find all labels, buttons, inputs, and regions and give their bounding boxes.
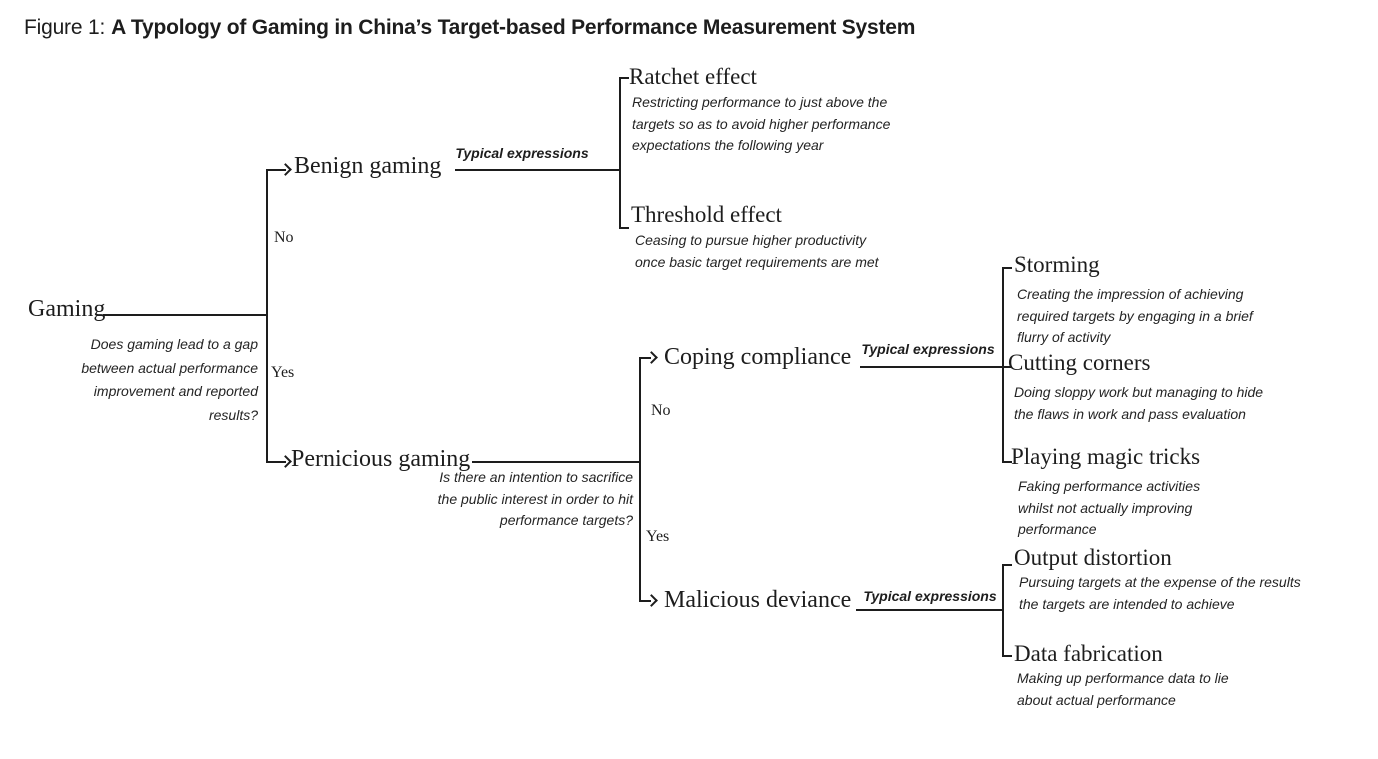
arrow-icon-pernicious [279,455,292,468]
branch-label-yes-top: Yes [271,364,295,381]
bracket-coping-children [1002,267,1004,463]
connector-coping-typical-expressions [860,366,1012,368]
node-coping-compliance: Coping compliance [664,344,852,370]
label-typical-expressions-coping: Typical expressions [861,341,995,357]
leaf-title-cutting-corners: Cutting corners [1008,350,1151,375]
arrow-icon-coping [645,351,658,364]
connector-stub-pernicious [266,461,286,463]
connector-stub-malicious [639,600,651,602]
branch-label-no-top: No [274,229,294,246]
connector-stub-benign [266,169,286,171]
node-gaming: Gaming [28,296,106,322]
arrow-icon-malicious [645,594,658,607]
node-malicious-deviance: Malicious deviance [664,587,852,613]
bracket-tick-ratchet [619,77,629,79]
figure-title-text: A Typology of Gaming in China’s Target-b… [111,16,916,39]
leaf-desc-output-distortion: Pursuing targets at the expense of the r… [1019,574,1301,612]
leaf-title-ratchet-effect: Ratchet effect [629,64,757,89]
leaf-title-storming: Storming [1014,252,1100,277]
leaf-desc-playing-magic-tricks: Faking performance activities whilst not… [1018,478,1201,537]
connector-split-coping-malicious [639,357,641,602]
bracket-tick-magic-tricks [1002,461,1012,463]
leaf-title-data-fabrication: Data fabrication [1014,641,1163,666]
bracket-tick-data-fabrication [1002,655,1012,657]
label-typical-expressions-benign: Typical expressions [455,145,589,161]
connector-pernicious-to-split [472,461,641,463]
leaf-title-output-distortion: Output distortion [1014,545,1172,570]
leaf-desc-threshold-effect: Ceasing to pursue higher productivity on… [635,232,879,270]
arrow-icon-benign [279,163,292,176]
leaf-desc-cutting-corners: Doing sloppy work but managing to hide t… [1014,384,1264,422]
figure-title: Figure 1:A Typology of Gaming in China’s… [24,16,915,40]
connector-benign-typical-expressions [455,169,621,171]
leaf-title-playing-magic-tricks: Playing magic tricks [1011,444,1201,469]
branch-label-no-bottom: No [651,402,671,419]
leaf-desc-ratchet-effect: Restricting performance to just above th… [632,94,891,153]
leaf-desc-storming: Creating the impression of achieving req… [1017,286,1253,345]
bracket-tick-threshold [619,227,629,229]
figure-label: Figure 1: [24,16,106,39]
question-gaming: Does gaming lead to a gap between actual… [81,336,258,423]
leaf-title-threshold-effect: Threshold effect [631,202,782,227]
branch-label-yes-bottom: Yes [646,528,670,545]
connector-gaming-to-split [103,314,268,316]
connector-malicious-typical-expressions [856,609,1004,611]
node-benign-gaming: Benign gaming [294,153,442,179]
bracket-malicious-children [1002,564,1004,657]
bracket-tick-storming [1002,267,1012,269]
question-pernicious: Is there an intention to sacrifice the p… [437,469,633,528]
leaf-desc-data-fabrication: Making up performance data to lie about … [1017,670,1229,708]
bracket-benign-children [619,77,621,229]
bracket-tick-output-distortion [1002,564,1012,566]
connector-stub-coping [639,357,651,359]
node-pernicious-gaming: Pernicious gaming [291,446,471,472]
label-typical-expressions-malicious: Typical expressions [863,588,997,604]
connector-split-benign-pernicious [266,169,268,463]
